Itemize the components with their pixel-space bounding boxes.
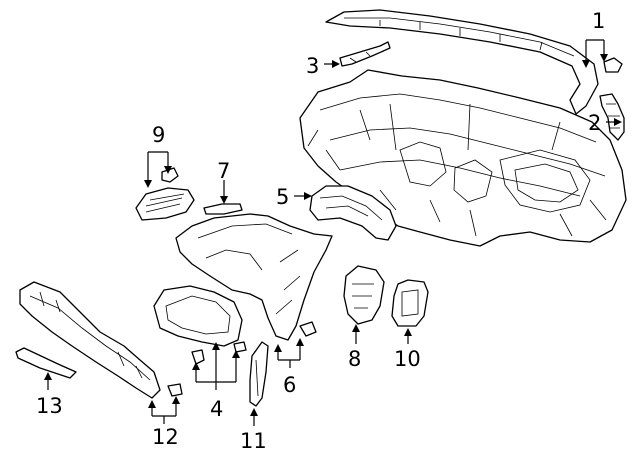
- part-9-clip: [161, 167, 179, 183]
- leader-6: [274, 338, 304, 368]
- part-7-trim-strip: [203, 203, 243, 215]
- part-5-cluster-hood: [309, 185, 397, 241]
- leader-13: [44, 372, 52, 390]
- callout-11: 11: [240, 429, 267, 453]
- part-3-bracket: [339, 41, 391, 67]
- part-2-side-bracket: [599, 93, 625, 141]
- instrument-panel-frame: [299, 69, 627, 247]
- leader-1: [582, 39, 608, 68]
- part-10-bezel-ring: [391, 279, 429, 327]
- callout-13: 13: [36, 394, 63, 418]
- part-8-switch: [343, 265, 385, 325]
- part-4-clip-right: [233, 341, 247, 353]
- callout-3: 3: [306, 54, 319, 78]
- part-12-lower-trim: [19, 281, 161, 399]
- center-panel: [175, 213, 333, 341]
- callout-7: 7: [217, 159, 230, 183]
- part-12-clip: [167, 383, 183, 397]
- part-1-clip: [603, 57, 623, 73]
- part-4-cluster-bezel: [153, 285, 243, 347]
- leader-4: [192, 342, 240, 390]
- callout-1: 1: [592, 9, 605, 33]
- callout-9: 9: [152, 123, 165, 147]
- part-11-side-trim: [249, 341, 269, 407]
- leader-12: [148, 396, 180, 424]
- leader-3: [324, 60, 340, 68]
- leader-5: [294, 192, 312, 200]
- leader-2: [606, 118, 622, 126]
- part-1-dash-top-cover: [325, 9, 599, 115]
- part-9-air-vent: [135, 187, 195, 221]
- callout-6: 6: [283, 373, 296, 397]
- part-6-clip: [299, 321, 317, 337]
- leader-8: [352, 324, 360, 344]
- leader-11: [250, 408, 258, 426]
- callout-12: 12: [152, 425, 179, 449]
- callout-2: 2: [588, 111, 601, 135]
- callout-5: 5: [276, 185, 289, 209]
- part-13-wedge-trim: [15, 347, 77, 379]
- leader-10: [404, 328, 412, 344]
- callout-10: 10: [394, 347, 421, 371]
- callout-4: 4: [210, 397, 223, 421]
- part-4-clip-left: [191, 349, 205, 365]
- leader-9: [144, 151, 172, 188]
- leader-7: [220, 180, 228, 204]
- callout-8: 8: [348, 347, 361, 371]
